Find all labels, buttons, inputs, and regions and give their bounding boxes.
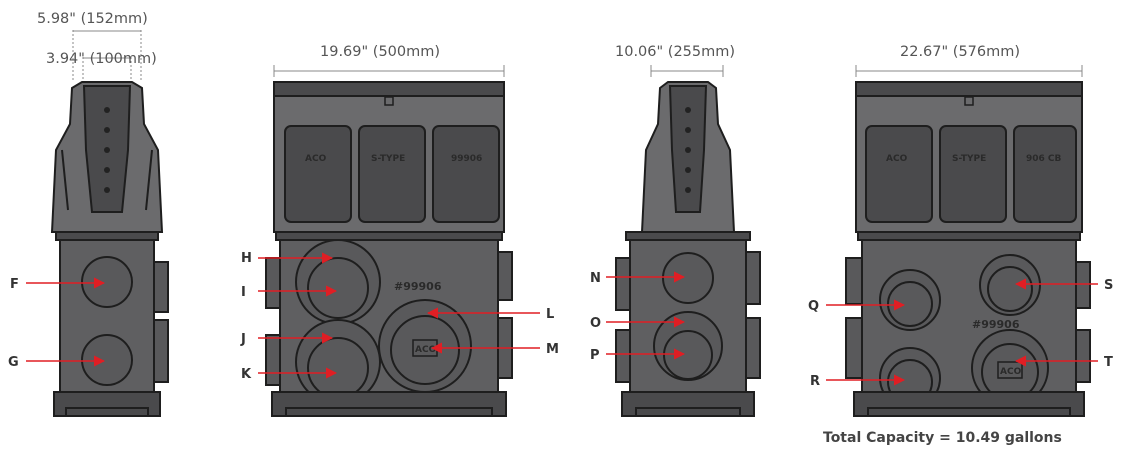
dim-side1-outer: 5.98" (152mm) (37, 11, 148, 27)
dim-side2: 10.06" (255mm) (615, 44, 735, 60)
dim-front1: 19.69" (500mm) (320, 44, 440, 60)
dim-side1-inner: 3.94" (100mm) (46, 51, 157, 67)
label-S: S (1104, 278, 1113, 293)
label-H: H (241, 251, 252, 266)
label-G: G (8, 355, 19, 370)
emboss-front1-2: S-TYPE (371, 154, 405, 164)
front-view-1: 19.69" (500mm) ACO S-TYPE 99906 ACO #999… (240, 44, 559, 417)
label-J: J (240, 332, 246, 347)
label-P: P (590, 348, 600, 363)
label-I: I (241, 285, 246, 300)
emboss-front1-1: ACO (305, 154, 327, 164)
label-K: K (241, 367, 252, 382)
emboss-front2-1: ACO (886, 154, 908, 164)
label-N: N (590, 271, 601, 286)
emboss-front2-part: #99906 (972, 318, 1020, 331)
total-capacity: Total Capacity = 10.49 gallons (823, 430, 1062, 446)
label-Q: Q (808, 299, 819, 314)
emboss-front1-part: #99906 (394, 280, 442, 293)
emboss-front1-3: 99906 (451, 154, 482, 164)
label-R: R (810, 374, 820, 389)
label-T: T (1104, 355, 1113, 370)
label-O: O (590, 316, 601, 331)
label-L: L (546, 307, 554, 322)
side-view-1: 5.98" (152mm) 3.94" (100mm) F G (8, 11, 169, 417)
emboss-front2-2: S-TYPE (952, 154, 986, 164)
side-view-2: 10.06" (255mm) N O P (590, 44, 761, 417)
front-view-2: 22.67" (576mm) ACO S-TYPE 906 CB ACO #99… (808, 44, 1113, 446)
emboss-front1-logo: ACO (415, 345, 437, 355)
emboss-front2-3: 906 CB (1026, 154, 1062, 164)
label-M: M (546, 342, 559, 357)
dim-front2: 22.67" (576mm) (900, 44, 1020, 60)
emboss-front2-logo: ACO (1000, 367, 1022, 377)
label-F: F (10, 277, 19, 292)
